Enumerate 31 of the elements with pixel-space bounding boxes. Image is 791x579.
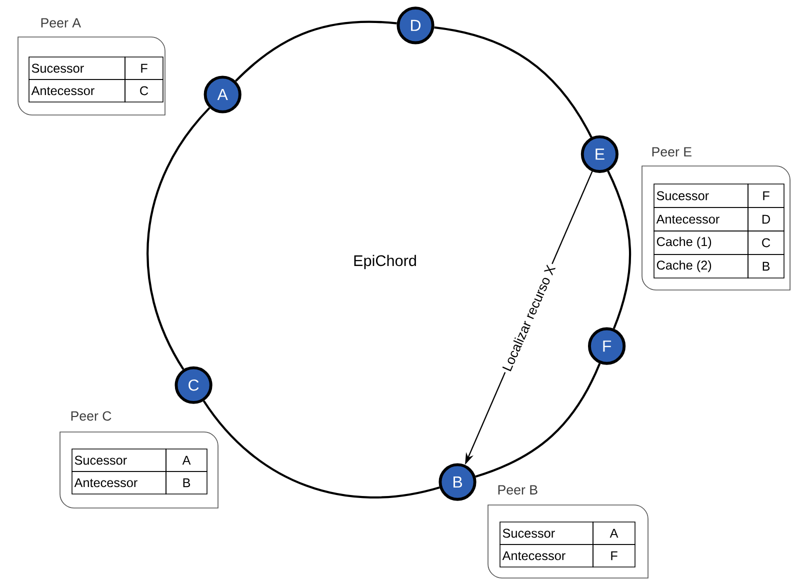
- table-cell: Cache (1): [654, 230, 748, 255]
- table-cell: B: [166, 471, 208, 494]
- table-cell: C: [748, 230, 784, 255]
- table-cell: Sucessor: [28, 56, 126, 80]
- table-cell: Antecessor: [654, 207, 748, 232]
- ring-arc: [146, 107, 210, 370]
- card-heading: Peer C: [71, 411, 112, 421]
- table-cell: D: [748, 207, 784, 232]
- table-cell: C: [124, 79, 164, 102]
- card-heading: Peer B: [498, 485, 538, 495]
- card-heading: Peer E: [652, 147, 692, 157]
- ring-arc: [607, 170, 631, 330]
- table-cell: Sucessor: [72, 448, 166, 472]
- table-cell: Antecessor: [500, 544, 594, 568]
- table-cell: F: [124, 56, 164, 80]
- table-cell: A: [592, 522, 636, 545]
- table-cell: A: [166, 448, 208, 472]
- ring-arc: [235, 20, 397, 82]
- ring-arc: [202, 400, 440, 498]
- ring-title: EpiChord: [354, 254, 416, 270]
- table-cell: Sucessor: [654, 184, 748, 208]
- table-cell: B: [748, 254, 784, 278]
- ring-arc: [434, 26, 592, 138]
- ring-arc: [475, 363, 601, 478]
- table-cell: Cache (2): [654, 254, 748, 278]
- table-cell: Antecessor: [72, 471, 166, 494]
- table-cell: Antecessor: [28, 79, 126, 102]
- table-cell: F: [592, 544, 636, 568]
- table-cell: Sucessor: [500, 522, 594, 545]
- card-heading: Peer A: [41, 18, 81, 28]
- table-cell: F: [748, 184, 784, 208]
